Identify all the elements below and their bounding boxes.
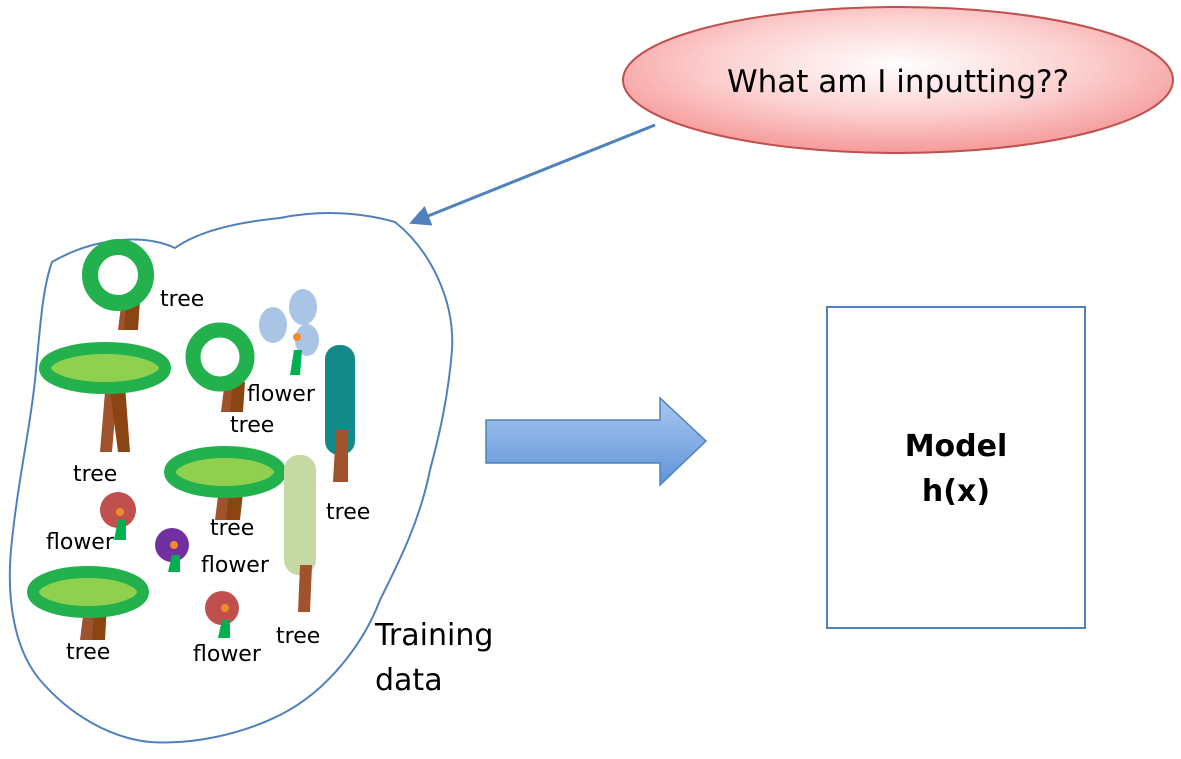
label-tree: tree <box>66 640 110 665</box>
label-tree: tree <box>73 462 117 487</box>
model-title: Model <box>905 429 1008 464</box>
training-data-label: Training <box>374 618 493 653</box>
model-formula: h(x) <box>922 474 990 509</box>
tree-round-icon <box>185 322 255 412</box>
tree-round-icon <box>82 239 154 330</box>
flower-red-icon <box>205 591 239 638</box>
tree-wide-icon <box>39 342 171 452</box>
label-flower: flower <box>247 382 316 407</box>
tree-wide-icon <box>27 566 149 640</box>
tree-wide-icon <box>164 446 286 520</box>
model-box: Model h(x) <box>826 306 1086 629</box>
label-tree: tree <box>160 287 204 312</box>
callout-bubble: What am I inputting?? <box>622 6 1174 154</box>
flower-blue-icon <box>259 289 319 375</box>
label-tree: tree <box>210 516 254 541</box>
label-tree: tree <box>276 624 320 649</box>
block-arrow <box>485 396 708 487</box>
flower-red-icon <box>100 492 136 540</box>
flower-purple-icon <box>155 528 189 572</box>
label-flower: flower <box>193 642 262 667</box>
tree-tall-teal-icon <box>325 345 355 482</box>
tree-tall-pale-icon <box>284 455 316 612</box>
label-flower: flower <box>46 530 115 555</box>
callout-text: What am I inputting?? <box>727 64 1069 100</box>
pointer-arrow <box>409 123 656 226</box>
training-data-label: data <box>375 663 443 698</box>
label-tree: tree <box>326 500 370 525</box>
label-tree: tree <box>230 413 274 438</box>
label-flower: flower <box>201 553 270 578</box>
